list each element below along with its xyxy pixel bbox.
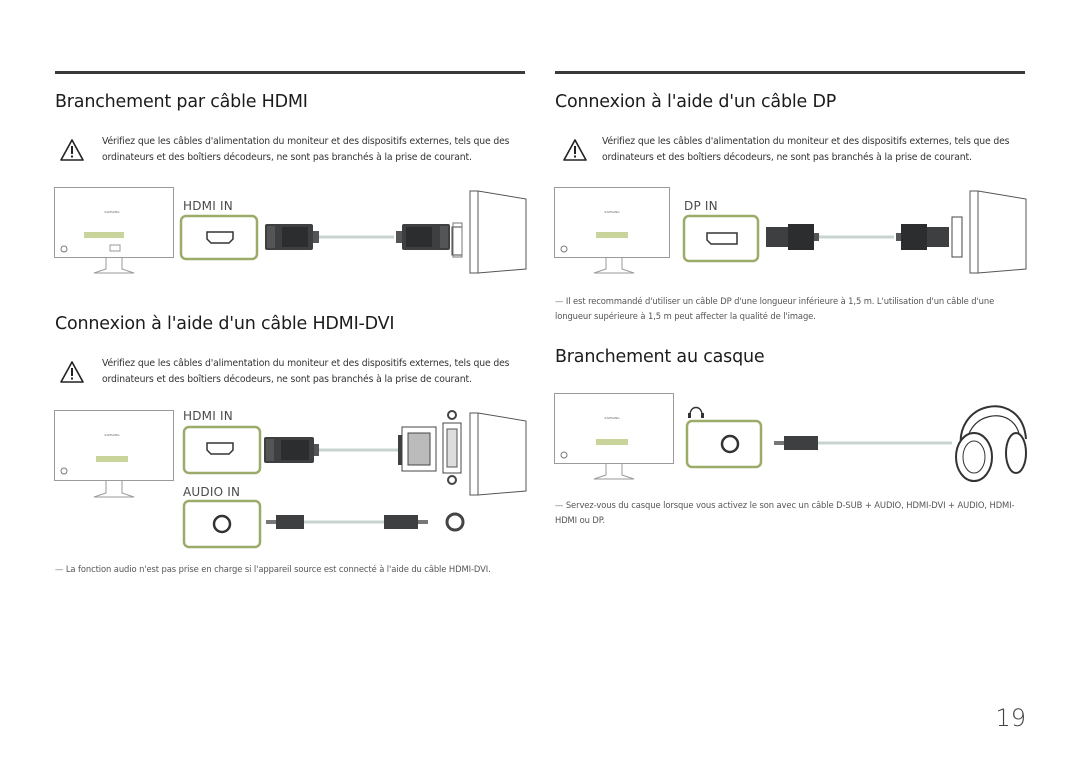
svg-text:SAMSUNG: SAMSUNG <box>104 433 120 437</box>
warning-text: Vérifiez que les câbles d'alimentation d… <box>102 136 510 163</box>
headphones-illustration <box>955 405 1027 482</box>
warning-text: Vérifiez que les câbles d'alimentation d… <box>602 136 1010 163</box>
section-title-dp: Connexion à l'aide d'un câble DP <box>555 92 837 112</box>
dp-note: — Il est recommandé d'utiliser un câble … <box>555 296 995 321</box>
section-rule-left <box>55 71 525 74</box>
svg-text:SAMSUNG: SAMSUNG <box>604 210 620 214</box>
monitor-illustration: SAMSUNG <box>554 187 670 274</box>
dp-connection-diagram: SAMSUNG <box>554 187 1027 274</box>
headphone-note: — Servez-vous du casque lorsque vous act… <box>555 500 1015 525</box>
section-title-hdmi-dvi: Connexion à l'aide d'un câble HDMI-DVI <box>55 314 395 334</box>
headphone-symbol <box>689 406 703 416</box>
section-rule-right <box>555 71 1025 74</box>
headphone-connection-diagram: SAMSUNG <box>554 393 1027 482</box>
warning-icon <box>563 139 587 161</box>
svg-text:SAMSUNG: SAMSUNG <box>104 210 120 214</box>
warning-icon <box>60 361 84 383</box>
section-title-hdmi: Branchement par câble HDMI <box>55 92 308 112</box>
warning-text: Vérifiez que les câbles d'alimentation d… <box>102 358 510 385</box>
monitor-illustration: SAMSUNG <box>54 187 174 274</box>
page-number: 19 <box>995 704 1026 732</box>
headphone-note-text: Servez-vous du casque lorsque vous activ… <box>555 500 1015 525</box>
section-title-headphone: Branchement au casque <box>555 347 765 367</box>
hdmi-connection-diagram: SAMSUNG <box>54 187 527 274</box>
hdmi-dvi-note-text: La fonction audio n'est pas prise en cha… <box>65 564 491 574</box>
dp-in-label: DP IN <box>684 199 718 213</box>
hdmi-in-label: HDMI IN <box>183 199 233 213</box>
svg-text:SAMSUNG: SAMSUNG <box>604 416 620 420</box>
hdmi-in-label: HDMI IN <box>183 409 233 423</box>
hdmi-dvi-note: — La fonction audio n'est pas prise en c… <box>55 564 491 574</box>
warning-icon <box>60 139 84 161</box>
monitor-illustration: SAMSUNG <box>54 410 174 498</box>
hdmi-dvi-connection-diagram: SAMSUNG <box>54 410 527 549</box>
dp-note-text: Il est recommandé d'utiliser un câble DP… <box>555 296 995 321</box>
monitor-illustration: SAMSUNG <box>554 393 674 480</box>
audio-in-label: AUDIO IN <box>183 485 241 499</box>
